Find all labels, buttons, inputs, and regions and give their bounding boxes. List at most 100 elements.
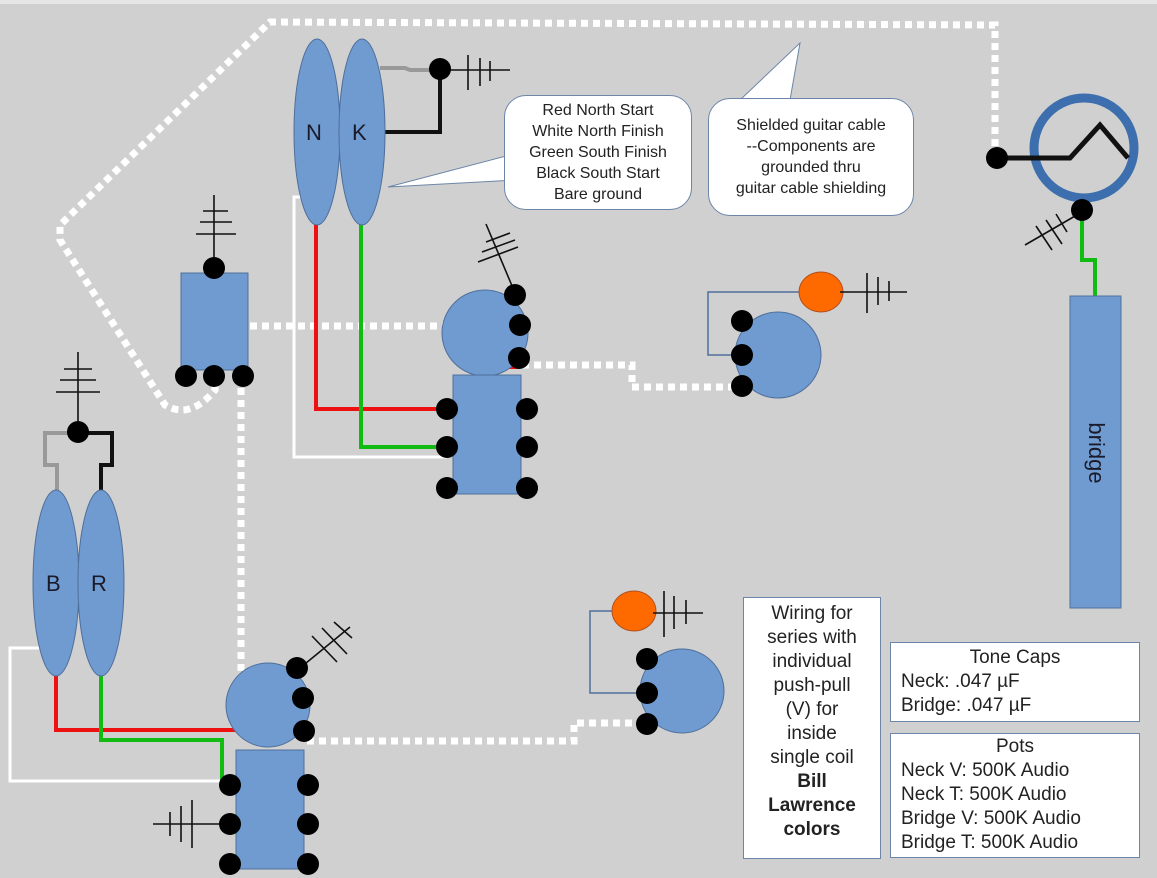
ground-icon-bridge-pickup bbox=[56, 352, 100, 433]
wire-neck-bare bbox=[380, 66, 440, 72]
terminal bbox=[731, 344, 753, 366]
tone-cap-item: Neck: .047 µF bbox=[901, 671, 1020, 692]
terminal bbox=[232, 365, 254, 387]
terminal bbox=[293, 720, 315, 742]
shield-cable-bridgepot-to-tone bbox=[307, 719, 645, 745]
terminal bbox=[219, 774, 241, 796]
output-jack-tip-wire bbox=[995, 121, 1130, 161]
terminal bbox=[731, 310, 753, 332]
cable-callout: Shielded guitar cable --Components are g… bbox=[708, 98, 914, 216]
terminal bbox=[504, 284, 526, 306]
callout-line: White North Finish bbox=[532, 123, 664, 140]
callout-line: guitar cable shielding bbox=[735, 180, 887, 197]
tone-caps-title: Tone Caps bbox=[969, 647, 1061, 668]
terminal bbox=[636, 648, 658, 670]
ground-icon-neck-pickup bbox=[440, 55, 510, 90]
note-bold-line: Bill bbox=[797, 771, 827, 792]
terminal bbox=[516, 436, 538, 458]
callout-line: Red North Start bbox=[542, 102, 654, 119]
neck-tone-capacitor bbox=[798, 271, 844, 313]
wire-bridge-bare bbox=[43, 431, 78, 490]
pots-box: Pots Neck V: 500K Audio Neck T: 500K Aud… bbox=[890, 733, 1140, 858]
note-line: individual bbox=[772, 651, 852, 672]
ground-icon-output-jack bbox=[1024, 211, 1083, 251]
bridge-tone-cap-lead bbox=[589, 610, 645, 694]
note-line: push-pull bbox=[773, 675, 851, 696]
wire-neck-white bbox=[292, 195, 447, 459]
terminal bbox=[731, 375, 753, 397]
ground-icon-3way bbox=[196, 195, 236, 268]
color-code-callout: Red North Start White North Finish Green… bbox=[504, 95, 692, 210]
terminal bbox=[203, 365, 225, 387]
bridge-push-pull-switch bbox=[235, 749, 305, 870]
callout-line: grounded thru bbox=[761, 159, 861, 176]
pot-item: Neck V: 500K Audio bbox=[901, 760, 1070, 781]
neck-coil-n-label: N bbox=[306, 120, 322, 145]
terminal bbox=[516, 477, 538, 499]
bridge-tone-capacitor bbox=[611, 590, 657, 632]
terminal bbox=[986, 147, 1008, 169]
callout-line: Black South Start bbox=[536, 165, 660, 182]
pot-item: Bridge V: 500K Audio bbox=[901, 808, 1081, 829]
callout-line: Green South Finish bbox=[529, 144, 667, 161]
terminal bbox=[297, 813, 319, 835]
pots-title: Pots bbox=[995, 736, 1035, 757]
bridge-label: bridge bbox=[1084, 422, 1109, 484]
neck-tone-cap-lead bbox=[707, 291, 800, 356]
terminal bbox=[636, 682, 658, 704]
terminal bbox=[292, 687, 314, 709]
description-note: Wiring for series with individual push-p… bbox=[743, 597, 881, 859]
terminal bbox=[429, 58, 451, 80]
wire-bridge-white bbox=[8, 646, 228, 783]
terminal bbox=[297, 853, 319, 875]
three-way-switch bbox=[180, 272, 249, 371]
terminal bbox=[436, 398, 458, 420]
pot-item: Neck T: 500K Audio bbox=[901, 784, 1067, 805]
ground-icon-bridge-switch bbox=[153, 800, 228, 848]
ground-icon-neck-tone bbox=[840, 273, 907, 313]
terminal bbox=[219, 853, 241, 875]
wire-bridge-black bbox=[78, 431, 114, 490]
note-bold-line: colors bbox=[783, 819, 841, 840]
terminal bbox=[509, 314, 531, 336]
ground-icon-bridge-pot bbox=[299, 621, 353, 669]
wire-neck-green bbox=[359, 222, 447, 449]
wire-bridge-red bbox=[54, 676, 305, 732]
bridge-coil-b-label: B bbox=[46, 571, 61, 596]
ground-icon-neck-pot bbox=[477, 223, 519, 294]
note-line: series with bbox=[767, 627, 857, 648]
note-line: (V) for bbox=[785, 699, 839, 720]
cable-callout-tail bbox=[738, 41, 801, 101]
color-code-callout-tail bbox=[387, 154, 516, 188]
wire-neck-black bbox=[380, 70, 442, 134]
bridge-coil-r bbox=[77, 489, 125, 677]
callout-line: Bare ground bbox=[553, 186, 643, 203]
note-line: inside bbox=[787, 723, 837, 744]
terminal bbox=[436, 436, 458, 458]
terminal bbox=[67, 421, 89, 443]
top-edge bbox=[0, 0, 1157, 4]
terminal bbox=[508, 347, 530, 369]
neck-push-pull-switch bbox=[452, 374, 522, 495]
tone-caps-box: Tone Caps Neck: .047 µF Bridge: .047 µF bbox=[890, 642, 1140, 722]
pot-item: Bridge T: 500K Audio bbox=[901, 832, 1079, 853]
callout-line: Shielded guitar cable bbox=[736, 117, 886, 134]
ground-icon-bridge-tone bbox=[653, 591, 703, 637]
note-bold-line: Lawrence bbox=[768, 795, 856, 816]
terminal bbox=[1071, 199, 1093, 221]
terminal bbox=[219, 813, 241, 835]
terminal bbox=[286, 657, 308, 679]
terminal bbox=[516, 398, 538, 420]
neck-coil-k-label: K bbox=[352, 120, 367, 145]
output-jack-ring bbox=[1029, 93, 1139, 203]
terminal bbox=[175, 365, 197, 387]
wire-bridge-green bbox=[99, 676, 224, 781]
wire-jack-green bbox=[1080, 212, 1097, 296]
shield-cable-neckpot-to-tone bbox=[522, 361, 740, 391]
terminal bbox=[636, 713, 658, 735]
shield-cable-main bbox=[56, 18, 999, 414]
bridge-coil-r-label: R bbox=[91, 571, 107, 596]
note-line: Wiring for bbox=[771, 603, 853, 624]
terminal bbox=[297, 774, 319, 796]
